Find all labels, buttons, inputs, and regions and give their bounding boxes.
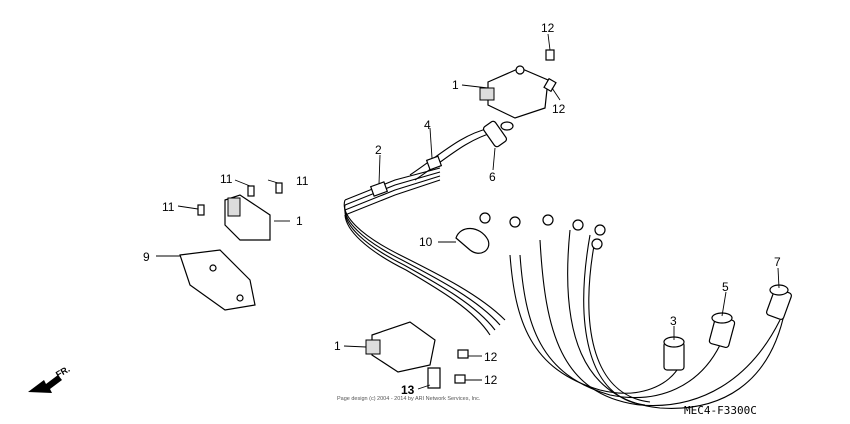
plug-cap-5	[708, 312, 736, 349]
callout-labels: 12 1 12 4 2 6 11 11 11 1 10 9 7 5 3 1 12…	[143, 21, 781, 397]
leader-lines	[156, 33, 780, 390]
callout-1-left: 1	[296, 214, 303, 228]
direction-label: FR.	[54, 364, 72, 380]
callout-3: 3	[670, 314, 677, 328]
clamp-10	[455, 227, 490, 254]
diagram-code: MEC4-F3300C	[684, 404, 757, 417]
callout-1-bottom: 1	[334, 339, 341, 353]
plug-cap-7	[765, 284, 793, 320]
callout-4: 4	[424, 118, 431, 132]
spark-plug-wire-harness	[343, 127, 786, 409]
callout-7: 7	[774, 255, 781, 269]
copyright-text: Page design (c) 2004 - 2014 by ARI Netwo…	[337, 396, 481, 402]
ignition-coil-left	[197, 182, 283, 241]
plug-cap-6	[482, 120, 514, 148]
ignition-coil-bottom	[365, 321, 469, 389]
callout-6: 6	[489, 170, 496, 184]
callout-2: 2	[375, 143, 382, 157]
front-direction-arrow: FR.	[28, 364, 72, 393]
callout-10: 10	[419, 235, 433, 249]
ignition-coil-top	[479, 49, 557, 119]
callout-11-b: 11	[296, 174, 309, 188]
plug-cap-3	[663, 336, 685, 371]
callout-12-bottom-b: 12	[484, 373, 498, 387]
callout-13: 13	[401, 383, 415, 397]
callout-1-top: 1	[452, 78, 459, 92]
bracket-9	[179, 249, 256, 311]
callout-12-bottom-a: 12	[484, 350, 498, 364]
callout-12-top: 12	[541, 21, 555, 35]
callout-5: 5	[722, 280, 729, 294]
callout-9: 9	[143, 250, 150, 264]
callout-11-a: 11	[220, 172, 233, 186]
callout-12-top-2: 12	[552, 102, 566, 116]
callout-11-c: 11	[162, 200, 175, 214]
